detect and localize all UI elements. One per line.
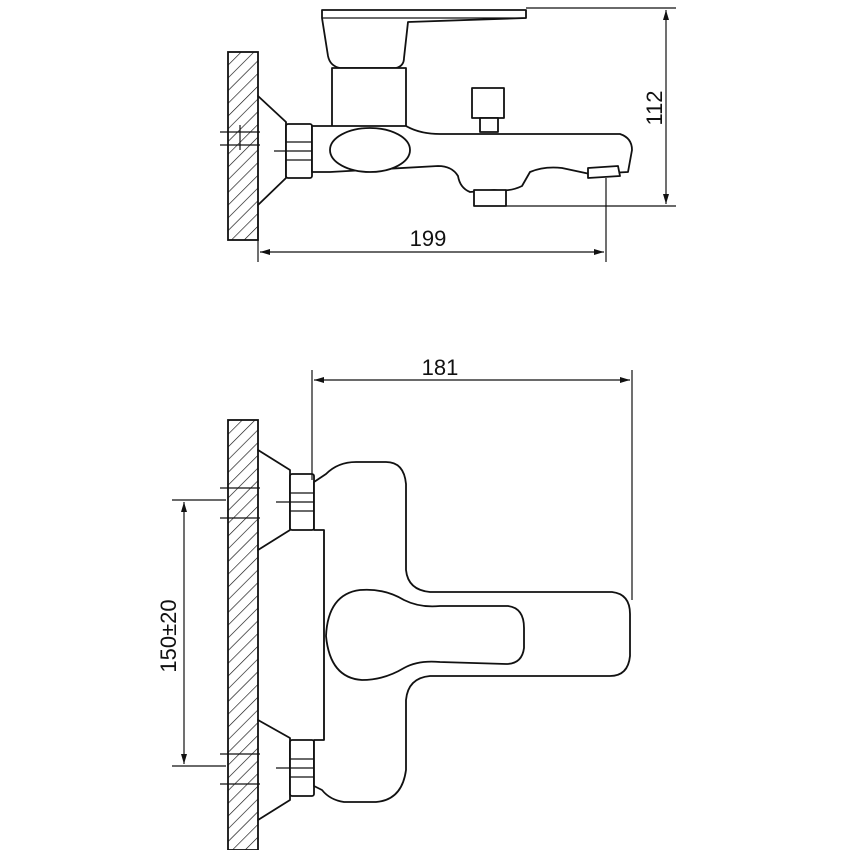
dim-label-150: 150±20 bbox=[156, 599, 181, 672]
side-shower-outlet bbox=[473, 189, 507, 207]
dim-label-112: 112 bbox=[642, 90, 667, 125]
side-view: 112 199 bbox=[220, 7, 676, 262]
front-lower-flange bbox=[257, 719, 291, 821]
side-diverter-knob bbox=[471, 87, 505, 119]
front-upper-flange bbox=[257, 449, 291, 551]
front-view: 181 150±20 bbox=[156, 355, 633, 850]
dim-label-181: 181 bbox=[422, 355, 459, 380]
side-cartridge-body bbox=[331, 67, 407, 129]
front-wall-hatch bbox=[227, 419, 259, 850]
front-handle-paddle bbox=[325, 588, 525, 681]
side-aerator bbox=[587, 165, 621, 179]
side-lever-handle bbox=[321, 9, 527, 69]
side-wall-hatch bbox=[227, 51, 259, 241]
side-diverter-oval bbox=[329, 127, 411, 173]
dim-label-199: 199 bbox=[410, 226, 447, 251]
